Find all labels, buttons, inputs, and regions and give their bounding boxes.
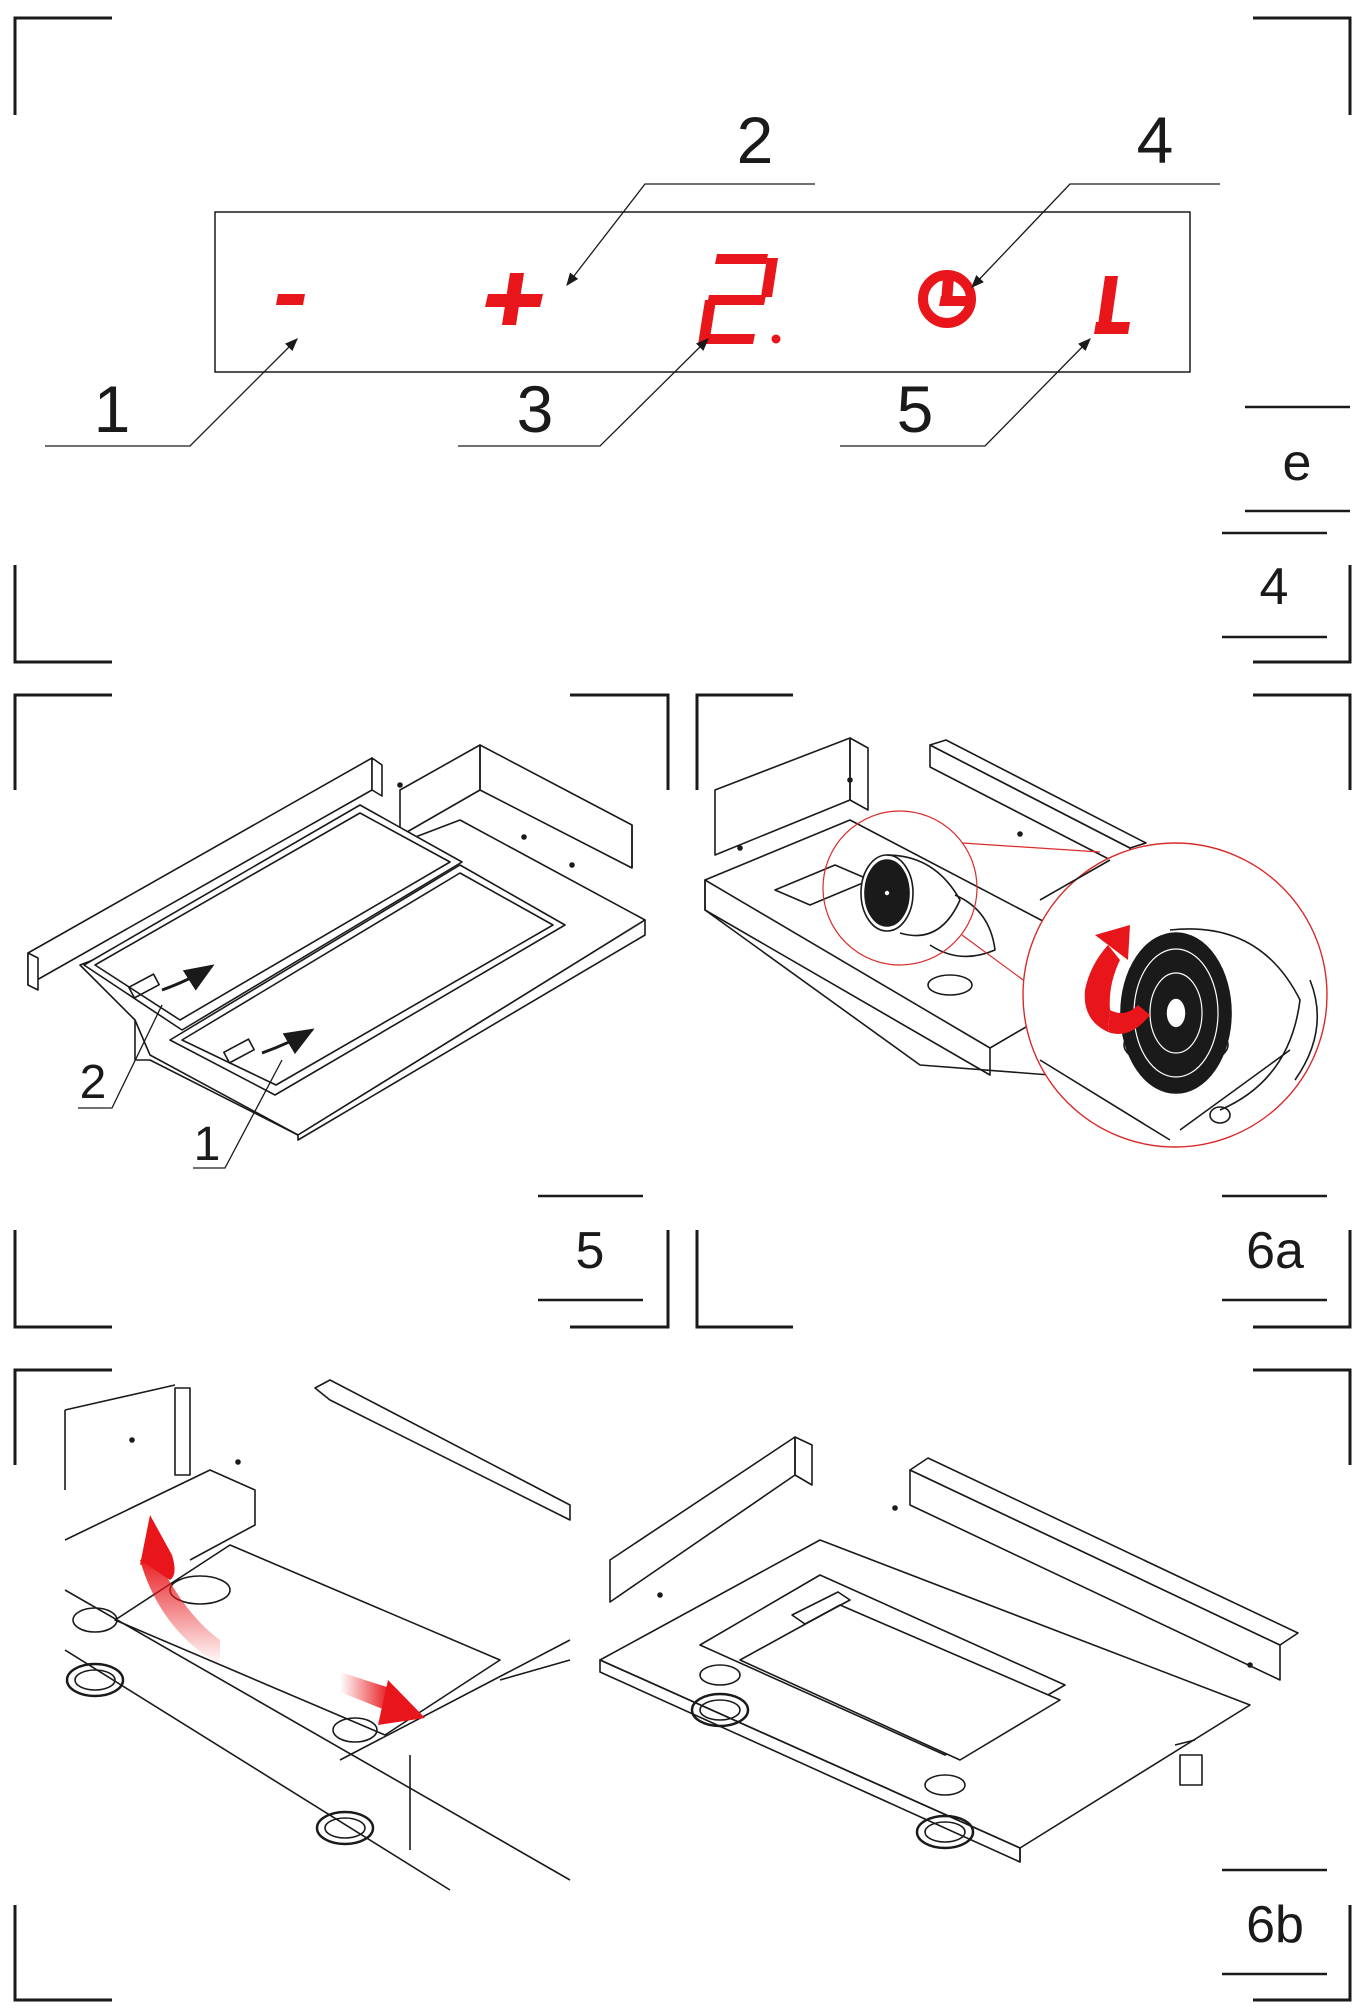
callout-2: 2 [737,103,774,177]
callout-5: 5 [897,372,934,446]
figure-label-6b: 6b [1246,1896,1304,1954]
figure-label-5: 5 [576,1222,605,1280]
timer-icon [918,270,976,328]
round-vent-left-1 [65,1662,125,1698]
figure-label-4: 4 [1260,558,1289,616]
rotate-arrow-red-icon [1084,925,1150,1034]
corner-label-e: e [1283,434,1312,492]
hood-drawing-fig5 [27,744,646,1141]
label-box-lines-fig4 [1222,405,1350,639]
corner-brackets-fig4 [13,16,1352,664]
figure-label-6a: 6a [1246,1222,1304,1280]
figure-4: 2. L 2 4 1 3 5 e 4 [13,16,1352,664]
callout-4: 4 [1137,103,1174,177]
figure-6b: 6b [13,1368,1352,2002]
hood-drawing-fig6b-left [64,1379,571,1891]
push-arrow-red-icon [340,1672,425,1725]
figure-6a: 6a [695,693,1352,1329]
corner-brackets-fig6a [695,693,1352,1329]
lift-arrow-red-icon [140,1515,220,1665]
detail-circle-large [1022,842,1328,1148]
callout-leaders-fig4 [45,183,1220,447]
seven-segment-L-icon [1094,276,1130,334]
detail-connector-top [961,842,1101,853]
display-panel [214,211,1191,373]
rotate-arrows-fig5 [161,964,315,1055]
corner-brackets-fig6b [13,1368,1352,2002]
plus-icon [485,273,543,325]
detail-connector-bottom [961,934,1031,986]
label-box-lines-fig6b [1222,1868,1327,1976]
callout-1: 1 [94,372,131,446]
detail-circle-small [822,810,978,966]
minus-icon [276,294,305,305]
corner-brackets-fig5 [13,693,670,1329]
hood-drawing-fig6b-right [599,1436,1299,1863]
round-vent-left-2 [315,1810,375,1846]
figure-5: 2 1 5 [13,693,670,1329]
label-box-lines-fig5 [538,1194,643,1302]
callout-3: 3 [517,372,554,446]
callout-leaders-fig5 [78,1004,283,1169]
seven-segment-2-icon [698,254,781,344]
callout-2-fig5: 2 [80,1056,107,1109]
round-vent-right-2 [915,1814,975,1850]
round-vent-right-1 [690,1692,750,1728]
label-box-lines-fig6a [1222,1194,1327,1302]
hood-drawing-fig6a [704,737,1147,1076]
callout-1-fig5: 1 [194,1118,221,1171]
